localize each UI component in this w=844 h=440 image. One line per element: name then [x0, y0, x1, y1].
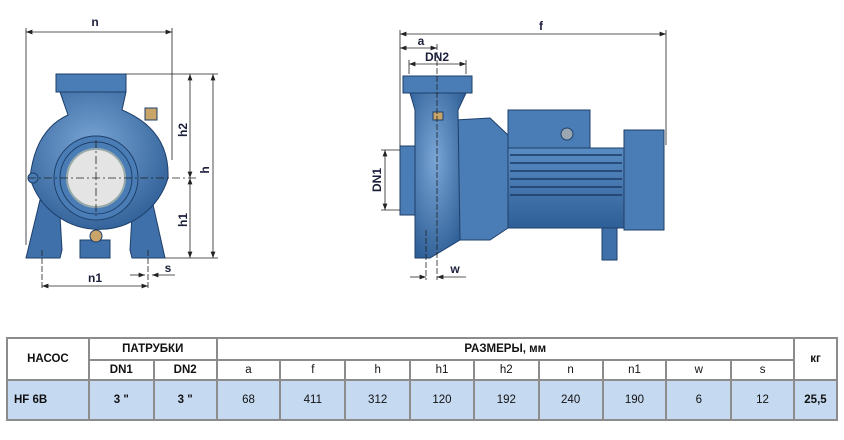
cell-s: 12 [730, 379, 795, 421]
cell-h1: 120 [409, 379, 475, 421]
cell-a: 68 [215, 379, 282, 421]
dim-label-s: s [165, 261, 172, 275]
subheader-h: h [344, 359, 412, 381]
dim-label-f: f [539, 19, 544, 33]
subheader-h2: h2 [472, 359, 540, 381]
front-view-pump [25, 73, 169, 259]
table-row: HF 6B 3 " 3 " 68 411 312 120 192 240 190… [6, 379, 839, 421]
cell-pump: HF 6B [6, 379, 90, 421]
header-ports: ПАТРУБКИ [87, 337, 218, 361]
header-weight: кг [792, 337, 839, 381]
dimensions-table: НАСОС ПАТРУБКИ РАЗМЕРЫ, мм кг DN1 DN2 a … [6, 337, 839, 421]
side-view-dimensions [381, 30, 667, 280]
cell-n1: 190 [601, 379, 668, 421]
dim-label-dn2: DN2 [425, 50, 449, 64]
cell-dn1: 3 " [87, 379, 155, 421]
dim-label-h1: h1 [176, 213, 190, 227]
dim-label-n: n [91, 15, 98, 29]
cell-w: 6 [665, 379, 733, 421]
dim-label-h: h [198, 166, 212, 173]
subheader-n1: n1 [601, 359, 668, 381]
dim-label-a: a [418, 34, 425, 48]
cell-h2: 192 [472, 379, 540, 421]
cell-weight: 25,5 [792, 379, 839, 421]
dim-label-w: w [449, 262, 460, 276]
subheader-dn2: DN2 [152, 359, 218, 381]
dim-label-h2: h2 [176, 123, 190, 137]
cell-dn2: 3 " [152, 379, 218, 421]
subheader-h1: h1 [409, 359, 475, 381]
header-sizes: РАЗМЕРЫ, мм [215, 337, 795, 361]
cell-h: 312 [344, 379, 412, 421]
cell-f: 411 [279, 379, 347, 421]
subheader-s: s [730, 359, 795, 381]
front-view-dimensions [25, 28, 218, 290]
cell-n: 240 [537, 379, 604, 421]
subheader-a: a [215, 359, 282, 381]
dim-label-n1: n1 [88, 271, 102, 285]
pump-drawings: n h2 h h1 n1 s f a DN2 DN1 w [25, 15, 667, 290]
dim-label-dn1: DN1 [370, 168, 384, 192]
subheader-f: f [279, 359, 347, 381]
side-view-pump [399, 75, 665, 261]
subheader-n: n [537, 359, 604, 381]
header-pump: НАСОС [6, 337, 90, 381]
subheader-dn1: DN1 [87, 359, 155, 381]
subheader-w: w [665, 359, 733, 381]
